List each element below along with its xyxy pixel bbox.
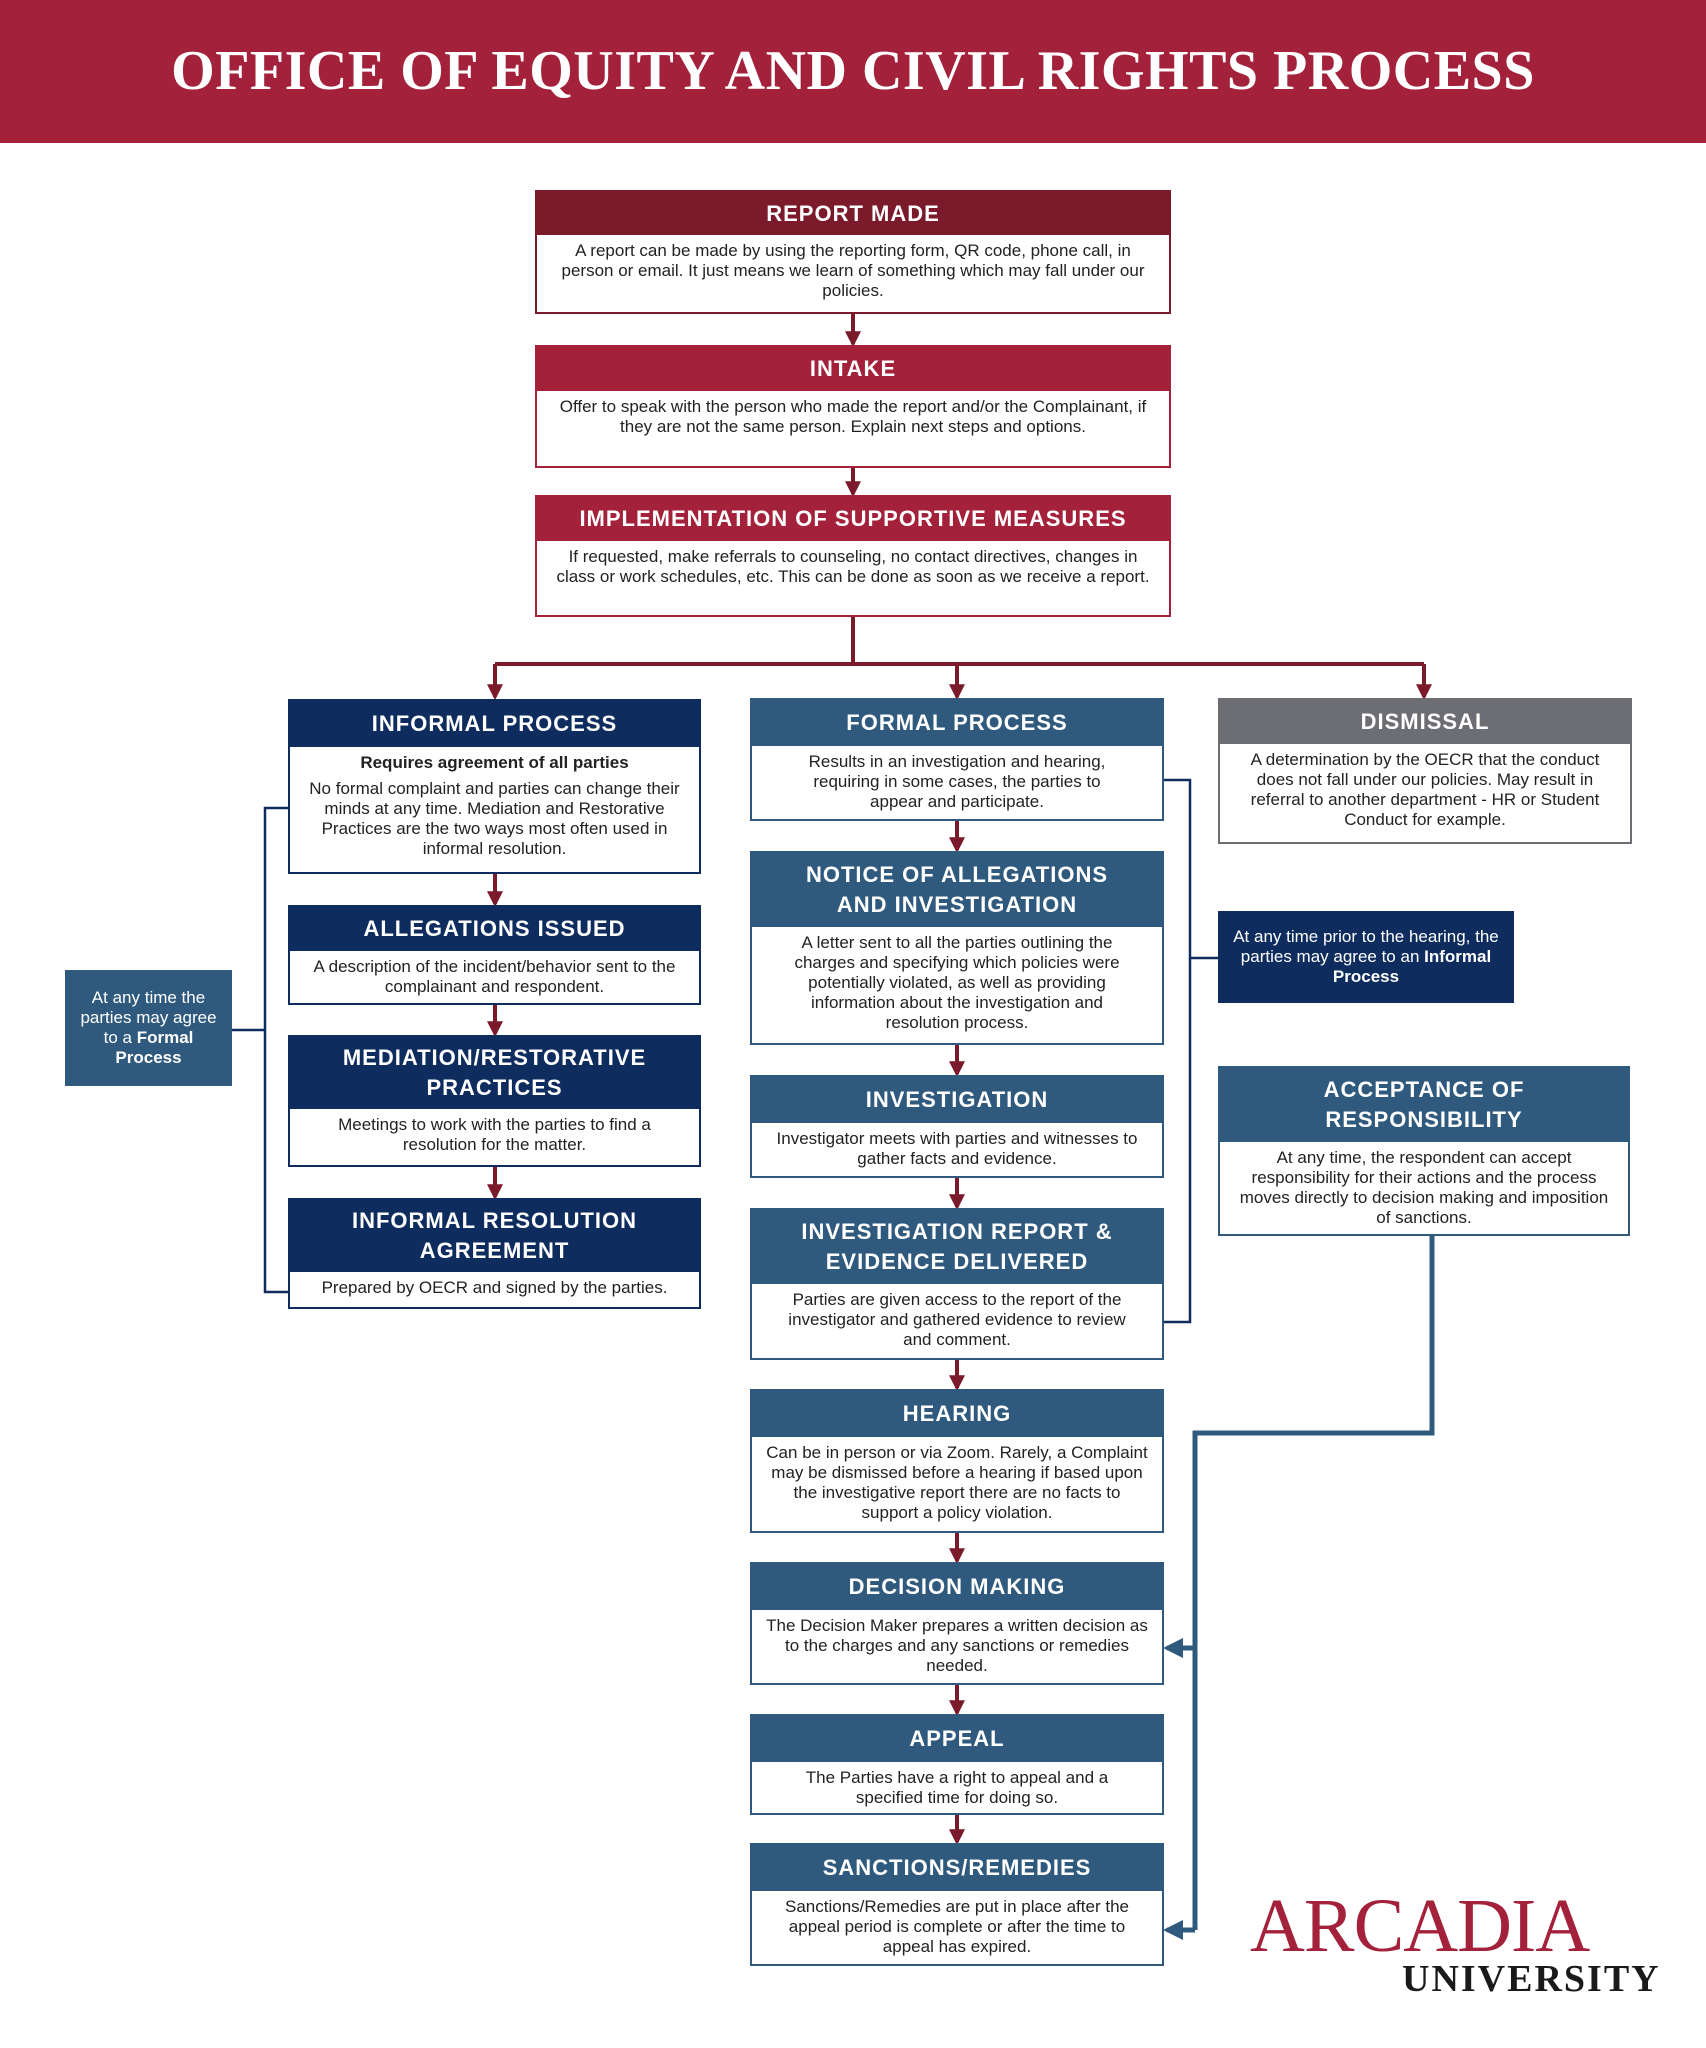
acceptance-title: ACCEPTANCE OF RESPONSIBILITY (1220, 1068, 1628, 1142)
acceptance-connector (1192, 1236, 1435, 1930)
note-informal-text: At any time prior to the hearing, the pa… (1233, 927, 1499, 966)
investigation-text: Investigator meets with parties and witn… (776, 1129, 1138, 1168)
title-banner (0, 0, 1706, 143)
decision-making-box: DECISION MAKING The Decision Maker prepa… (750, 1562, 1164, 1685)
intake-box: INTAKE Offer to speak with the person wh… (535, 345, 1171, 468)
mediation-text: Meetings to work with the parties to fin… (338, 1115, 651, 1154)
bracket-formal (1164, 778, 1192, 1324)
notice-title-text: NOTICE OF ALLEGATIONS AND INVESTIGATION (805, 862, 1109, 917)
report-made-text: A report can be made by using the report… (561, 241, 1145, 300)
bracket-informal (263, 806, 289, 1294)
appeal-box: APPEAL The Parties have a right to appea… (750, 1714, 1164, 1815)
supportive-measures-box: IMPLEMENTATION OF SUPPORTIVE MEASURES If… (535, 495, 1171, 617)
investigation-title: INVESTIGATION (752, 1077, 1162, 1123)
informal-resolution-box: INFORMAL RESOLUTION AGREEMENT Prepared b… (288, 1198, 701, 1309)
intake-title: INTAKE (537, 347, 1169, 391)
page-title: OFFICE OF EQUITY AND CIVIL RIGHTS PROCES… (171, 40, 1535, 102)
hearing-box: HEARING Can be in person or via Zoom. Ra… (750, 1389, 1164, 1533)
informal-process-box: INFORMAL PROCESS Requires agreement of a… (288, 699, 701, 874)
report-made-box: REPORT MADE A report can be made by usin… (535, 190, 1171, 314)
report-delivered-text: Parties are given access to the report o… (788, 1290, 1126, 1349)
investigation-box: INVESTIGATION Investigator meets with pa… (750, 1075, 1164, 1178)
report-delivered-title-text: INVESTIGATION REPORT & EVIDENCE DELIVERE… (801, 1219, 1113, 1274)
acceptance-text: At any time, the respondent can accept r… (1239, 1148, 1609, 1227)
university-wordmark: UNIVERSITY (1402, 1958, 1661, 2000)
supportive-measures-title: IMPLEMENTATION OF SUPPORTIVE MEASURES (537, 497, 1169, 541)
sanctions-box: SANCTIONS/REMEDIES Sanctions/Remedies ar… (750, 1843, 1164, 1966)
dismissal-text: A determination by the OECR that the con… (1250, 750, 1600, 829)
notice-box: NOTICE OF ALLEGATIONS AND INVESTIGATION … (750, 851, 1164, 1045)
dismissal-title: DISMISSAL (1220, 700, 1630, 744)
decision-making-text: The Decision Maker prepares a written de… (766, 1616, 1148, 1675)
informal-requirement: Requires agreement of all parties (360, 753, 629, 772)
note-informal-process: At any time prior to the hearing, the pa… (1218, 911, 1514, 1003)
mediation-box: MEDIATION/RESTORATIVE PRACTICES Meetings… (288, 1035, 701, 1167)
sanctions-title: SANCTIONS/REMEDIES (752, 1845, 1162, 1891)
sanctions-text: Sanctions/Remedies are put in place afte… (785, 1897, 1129, 1956)
intake-text: Offer to speak with the person who made … (559, 397, 1147, 436)
informal-resolution-title: INFORMAL RESOLUTION AGREEMENT (290, 1200, 699, 1272)
appeal-title: APPEAL (752, 1716, 1162, 1762)
supportive-measures-text: If requested, make referrals to counseli… (556, 547, 1150, 586)
decision-making-title: DECISION MAKING (752, 1564, 1162, 1610)
note-formal-process: At any time the parties may agree to a F… (65, 970, 232, 1086)
acceptance-title-text: ACCEPTANCE OF RESPONSIBILITY (1323, 1077, 1525, 1132)
mediation-title-text: MEDIATION/RESTORATIVE PRACTICES (342, 1045, 647, 1100)
arcadia-logo: ARCADIA (1250, 1884, 1590, 1968)
formal-process-box: FORMAL PROCESS Results in an investigati… (750, 698, 1164, 821)
notice-text: A letter sent to all the parties outlini… (794, 933, 1120, 1032)
appeal-text: The Parties have a right to appeal and a… (805, 1768, 1109, 1807)
note-informal-bold: Informal Process (1332, 947, 1492, 986)
hearing-text: Can be in person or via Zoom. Rarely, a … (766, 1443, 1148, 1522)
formal-process-text: Results in an investigation and hearing,… (808, 752, 1106, 811)
acceptance-box: ACCEPTANCE OF RESPONSIBILITY At any time… (1218, 1066, 1630, 1236)
informal-resolution-text: Prepared by OECR and signed by the parti… (321, 1278, 668, 1297)
mediation-title: MEDIATION/RESTORATIVE PRACTICES (290, 1037, 699, 1109)
informal-process-title: INFORMAL PROCESS (290, 701, 699, 747)
hearing-title: HEARING (752, 1391, 1162, 1437)
allegations-issued-box: ALLEGATIONS ISSUED A description of the … (288, 905, 701, 1005)
report-delivered-box: INVESTIGATION REPORT & EVIDENCE DELIVERE… (750, 1208, 1164, 1360)
informal-process-text: No formal complaint and parties can chan… (309, 779, 680, 858)
allegations-issued-title: ALLEGATIONS ISSUED (290, 907, 699, 951)
notice-title: NOTICE OF ALLEGATIONS AND INVESTIGATION (752, 853, 1162, 927)
report-delivered-title: INVESTIGATION REPORT & EVIDENCE DELIVERE… (752, 1210, 1162, 1284)
informal-resolution-title-text: INFORMAL RESOLUTION AGREEMENT (351, 1208, 638, 1263)
informal-process-body: Requires agreement of all parties No for… (290, 747, 699, 865)
report-made-title: REPORT MADE (537, 192, 1169, 235)
note-formal-text: At any time the parties may agree to a (80, 988, 217, 1047)
dismissal-box: DISMISSAL A determination by the OECR th… (1218, 698, 1632, 844)
formal-process-title: FORMAL PROCESS (752, 700, 1162, 746)
allegations-issued-text: A description of the incident/behavior s… (313, 957, 676, 996)
note-formal-bold: Formal Process (115, 1028, 194, 1067)
